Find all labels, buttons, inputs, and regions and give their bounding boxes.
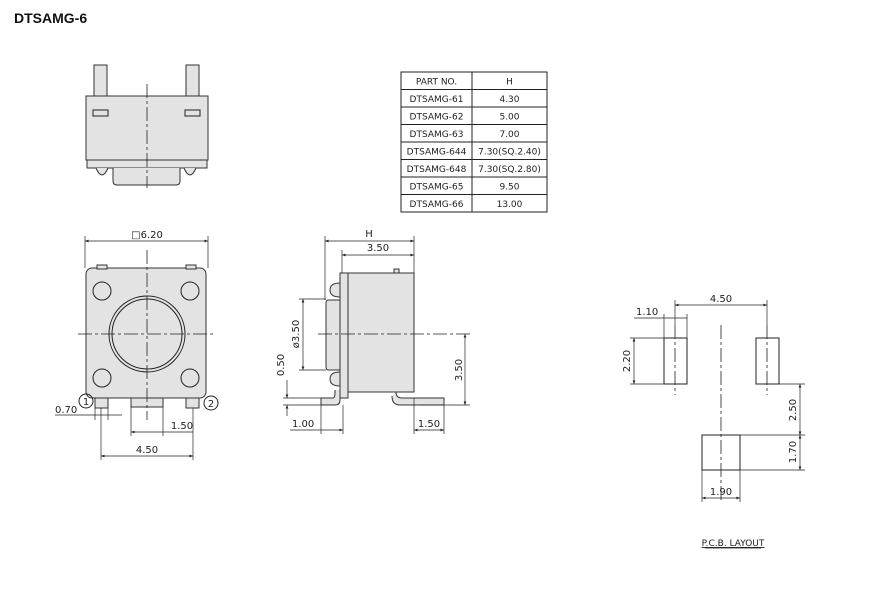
pcb-dim-pad-height: 2.20: [622, 350, 633, 372]
front-elevation-view: [85, 64, 209, 188]
dim-right-foot: 1.50: [418, 419, 440, 430]
table-cell: DTSAMG-63: [410, 130, 464, 140]
dim-center-height: 3.50: [454, 359, 465, 381]
table-header-cell: PART NO.: [416, 78, 457, 88]
pcb-layout-label: P.C.B. LAYOUT: [702, 539, 765, 549]
dim-lead-thickness: 0.50: [276, 354, 287, 376]
pin1-label: 1: [83, 397, 89, 408]
table-cell: DTSAMG-65: [410, 183, 464, 193]
drawing-title: DTSAMG-6: [14, 10, 88, 26]
table-cell: DTSAMG-648: [407, 165, 467, 175]
dim-left-foot: 1.00: [292, 419, 314, 430]
dim-pin-width: 0.70: [55, 405, 77, 416]
dim-body-depth: 3.50: [367, 243, 389, 254]
table-cell: 7.00: [499, 130, 519, 140]
table-cell: DTSAMG-61: [410, 95, 464, 105]
table-cell: 5.00: [499, 113, 519, 123]
pin2-label: 2: [208, 399, 214, 410]
dim-tab-width: 1.50: [171, 421, 193, 432]
bottom-view: □6.20 1 2 0.70 1.50 4.50: [55, 230, 219, 460]
pcb-dim-pitch: 4.50: [710, 294, 732, 305]
pcb-dim-spacing: 2.50: [788, 399, 799, 421]
side-view: H 3.50 ø3.50 0.50 3.50 1.00 1.50: [276, 229, 470, 434]
dim-height-H: H: [365, 229, 373, 240]
dim-pin-pitch: 4.50: [136, 445, 158, 456]
pcb-layout: 4.50 1.10 2.20 2.50 1.70 1.90 P.C.B. LAY…: [622, 294, 805, 549]
table-cell: 7.30(SQ.2.40): [478, 148, 541, 158]
pcb-dim-pad-width: 1.10: [636, 307, 658, 318]
dim-width: □6.20: [131, 230, 163, 241]
dim-plunger-dia: ø3.50: [291, 320, 302, 348]
table-cell: 13.00: [497, 200, 523, 210]
table-cell: 7.30(SQ.2.80): [478, 165, 541, 175]
pcb-dim-bottom-pad-height: 1.70: [788, 441, 799, 463]
table-header-cell: H: [506, 78, 513, 88]
table-cell: 4.30: [499, 95, 519, 105]
table-cell: DTSAMG-62: [410, 113, 464, 123]
pcb-dim-bottom-pad-width: 1.90: [710, 487, 732, 498]
table-cell: DTSAMG-644: [407, 148, 467, 158]
table-cell: 9.50: [499, 183, 519, 193]
table-cell: DTSAMG-66: [410, 200, 464, 210]
